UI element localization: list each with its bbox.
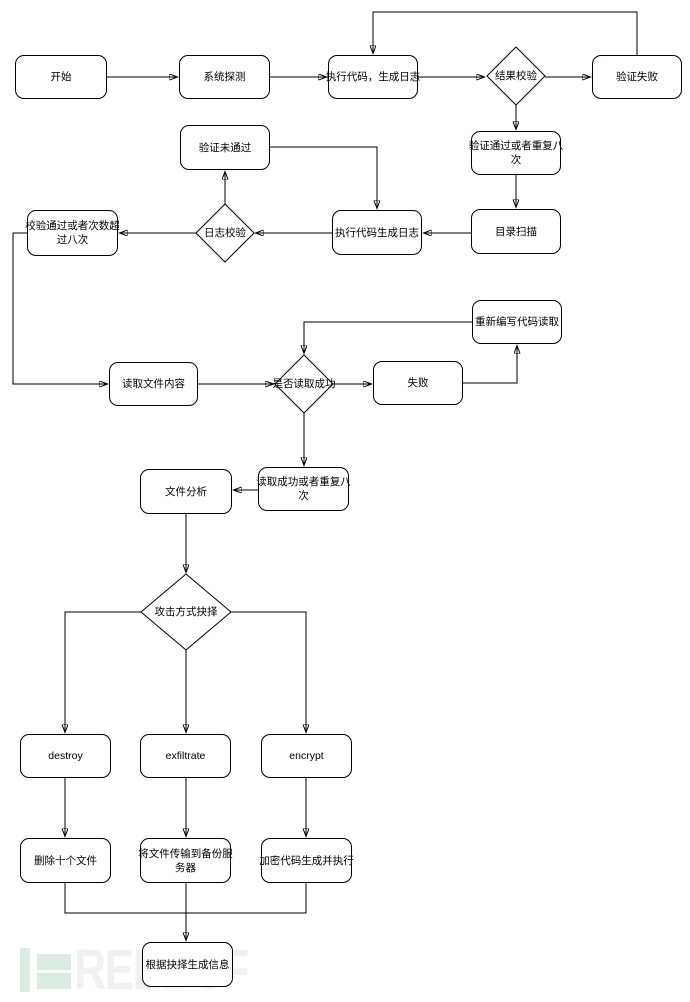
node-exfiltrate: exfiltrate — [140, 734, 231, 778]
node-exec-code-log2: 执行代码生成日志 — [332, 210, 422, 255]
edge-attack-choice-to-destroy — [65, 611, 141, 732]
node-read-success-q-label: 是否读取成功 — [272, 377, 336, 390]
node-verify-not-pass: 验证未通过 — [180, 125, 270, 170]
node-read-success-q-shape — [274, 354, 334, 414]
edge-verify-fail-loop-to-exec-code-log — [373, 11, 638, 55]
node-encrypt-exec: 加密代码生成并执行 — [259, 838, 354, 883]
node-destroy: destroy — [20, 734, 111, 778]
freebuf-logo-f-icon — [37, 954, 71, 970]
freebuf-logo-bar-icon — [20, 948, 30, 992]
node-verify-fail: 验证失败 — [592, 55, 682, 99]
edge-merge-left — [64, 883, 186, 914]
node-file-analysis: 文件分析 — [140, 469, 232, 514]
node-transfer-backup: 将文件传输到备份服 务器 — [138, 838, 233, 883]
edge-attack-choice-to-encrypt — [231, 611, 306, 732]
node-dir-scan: 目录扫描 — [471, 209, 561, 254]
node-read-success-repeat8: 读取成功或者重复八 次 — [256, 467, 351, 511]
node-exec-code-log: 执行代码，生成日志 — [326, 55, 420, 99]
node-attack-choice-label: 攻击方式抉择 — [154, 605, 218, 618]
edge-merge-right — [186, 883, 307, 914]
node-verify-pass-repeat8: 验证通过或者重复八 次 — [469, 131, 563, 175]
edge-check-pass-over8-to-read-file — [12, 232, 107, 384]
node-delete-ten-files: 删除十个文件 — [20, 838, 111, 883]
edge-fail-to-rewrite-code — [463, 346, 517, 384]
node-system-probe: 系统探测 — [179, 55, 270, 99]
node-fail: 失败 — [373, 361, 463, 405]
node-result-check-shape — [486, 46, 546, 106]
node-read-file: 读取文件内容 — [109, 362, 198, 406]
node-result-check-label: 结果校验 — [495, 69, 537, 82]
node-log-check-label: 日志校验 — [204, 226, 246, 239]
edge-verify-not-pass-to-exec-code-log2 — [270, 146, 377, 208]
node-log-check-shape — [195, 203, 255, 263]
node-rewrite-code: 重新编写代码读取 — [472, 300, 562, 344]
node-encrypt: encrypt — [261, 734, 352, 778]
node-check-pass-over8: 校验通过或者次数超 过八次 — [25, 210, 120, 256]
freebuf-logo-f-icon — [37, 973, 71, 989]
node-generate-info: 根据抉择生成信息 — [142, 942, 233, 987]
edge-rewrite-code-to-read-success-q — [304, 321, 472, 353]
node-start: 开始 — [15, 55, 107, 99]
node-attack-choice-shape — [140, 573, 232, 651]
